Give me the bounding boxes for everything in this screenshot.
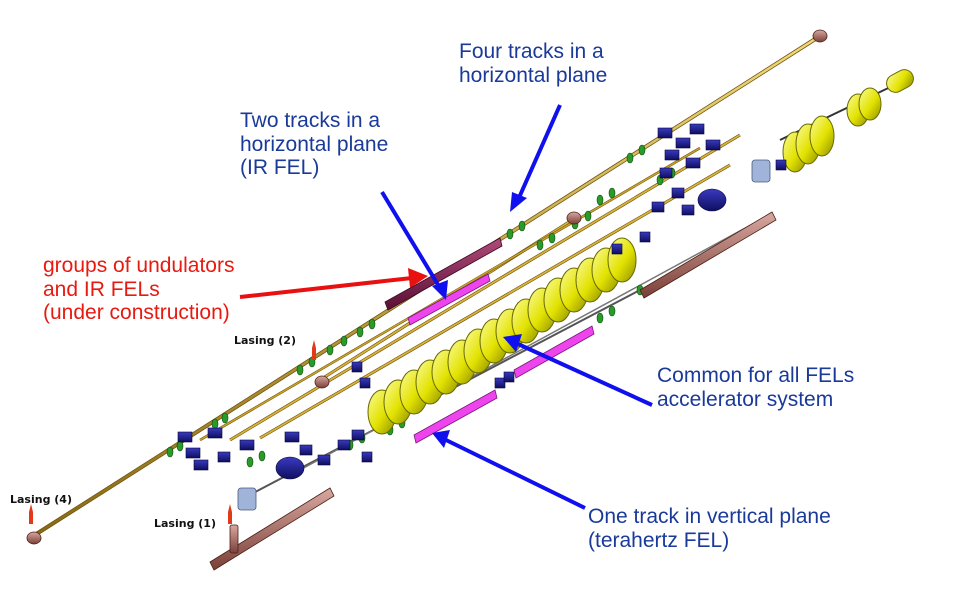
label-undulators-line3: (under construction): [43, 301, 230, 325]
label-undulators-line1: groups of undulators: [43, 254, 235, 277]
label-common-accelerator: Common for all FELs accelerator system: [657, 364, 854, 411]
arrow-four-tracks: [516, 104, 562, 201]
arrow-one-track: [445, 438, 586, 510]
undulators: [384, 237, 595, 444]
label-lasing-4: Lasing (4): [10, 493, 72, 506]
label-undulators: groups of undulators and IR FELs (under …: [43, 254, 234, 325]
label-common-line2: accelerator system: [657, 387, 834, 411]
label-two-tracks-line2: horizontal plane: [240, 132, 389, 156]
label-common-line1: Common for all FELs: [657, 364, 855, 387]
arrow-undulators: [239, 276, 413, 299]
bending-magnets: [177, 123, 787, 480]
label-one-track: One track in vertical plane (terahertz F…: [588, 505, 831, 552]
arrow-two-tracks: [380, 190, 442, 290]
beam-dumps: [26, 29, 828, 571]
label-undulators-line2: and IR FELs: [43, 277, 160, 301]
label-four-tracks-line1: Four tracks in a: [459, 40, 604, 63]
label-four-tracks-line2: horizontal plane: [459, 63, 608, 87]
laser-output-markers: [29, 340, 316, 524]
label-four-tracks: Four tracks in a horizontal plane: [459, 40, 607, 87]
label-lasing-2: Lasing (2): [234, 334, 296, 347]
label-two-tracks: Two tracks in a horizontal plane (IR FEL…: [240, 109, 388, 180]
label-two-tracks-line3: (IR FEL): [240, 156, 320, 180]
arrow-common: [517, 342, 653, 407]
label-lasing-1: Lasing (1): [154, 517, 216, 530]
label-one-track-line2: (terahertz FEL): [588, 528, 730, 552]
callout-arrows: [239, 104, 653, 510]
label-two-tracks-line1: Two tracks in a: [240, 109, 381, 132]
label-one-track-line1: One track in vertical plane: [588, 505, 831, 528]
quadrupole-lenses: [166, 144, 676, 468]
